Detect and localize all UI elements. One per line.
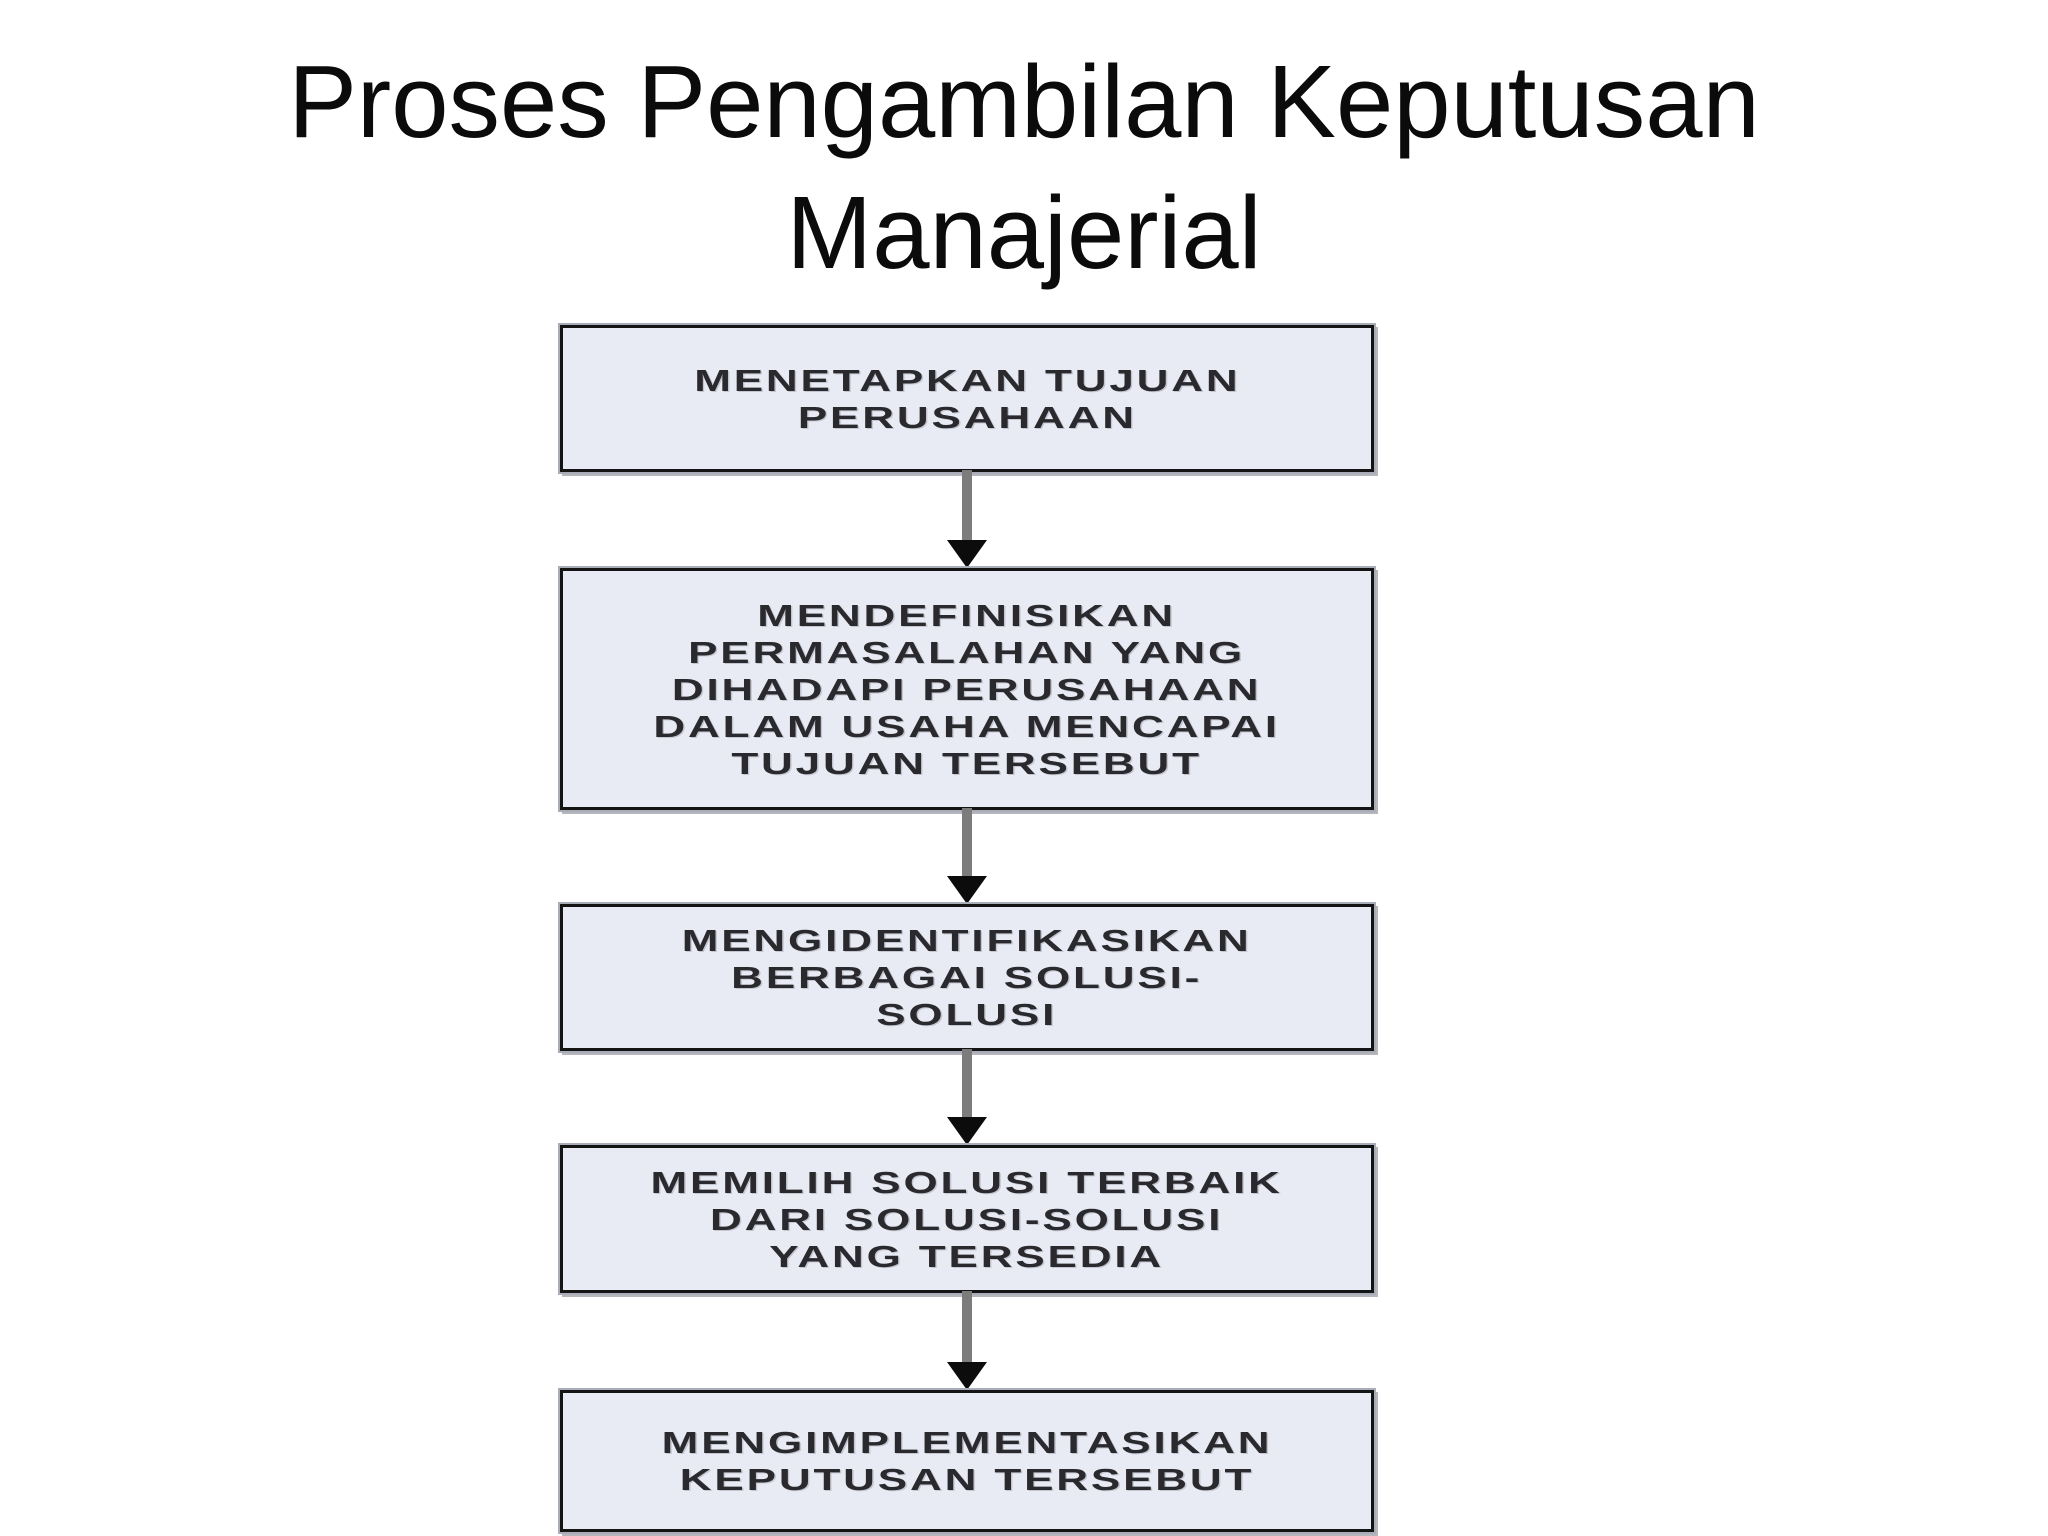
arrow-stem [962,808,972,880]
flow-step-2-label: MENDEFINISIKAN PERMASALAHAN YANG DIHADAP… [653,597,1281,781]
arrow-stem [962,1291,972,1366]
flow-arrow-2 [947,808,987,904]
flow-step-5: MENGIMPLEMENTASIKAN KEPUTUSAN TERSEBUT [560,1390,1374,1532]
arrow-down-icon [947,540,987,568]
slide-title: Proses Pengambilan Keputusan Manajerial [288,44,1760,290]
flow-arrow-1 [947,470,987,568]
flow-arrow-3 [947,1049,987,1145]
arrow-stem [962,1049,972,1121]
flow-step-1: MENETAPKAN TUJUAN PERUSAHAAN [560,325,1374,472]
arrow-stem [962,470,972,544]
flow-step-4-label: MEMILIH SOLUSI TERBAIK DARI SOLUSI-SOLUS… [650,1164,1284,1274]
arrow-down-icon [947,876,987,904]
arrow-down-icon [947,1117,987,1145]
flow-arrow-4 [947,1291,987,1390]
flow-step-5-label: MENGIMPLEMENTASIKAN KEPUTUSAN TERSEBUT [661,1425,1273,1497]
flow-step-2: MENDEFINISIKAN PERMASALAHAN YANG DIHADAP… [560,568,1374,810]
arrow-down-icon [947,1362,987,1390]
flow-step-3: MENGIDENTIFIKASIKAN BERBAGAI SOLUSI- SOL… [560,904,1374,1051]
flow-step-1-label: MENETAPKAN TUJUAN PERUSAHAAN [693,362,1241,435]
flow-step-3-label: MENGIDENTIFIKASIKAN BERBAGAI SOLUSI- SOL… [682,923,1252,1032]
flow-step-4: MEMILIH SOLUSI TERBAIK DARI SOLUSI-SOLUS… [560,1145,1374,1293]
